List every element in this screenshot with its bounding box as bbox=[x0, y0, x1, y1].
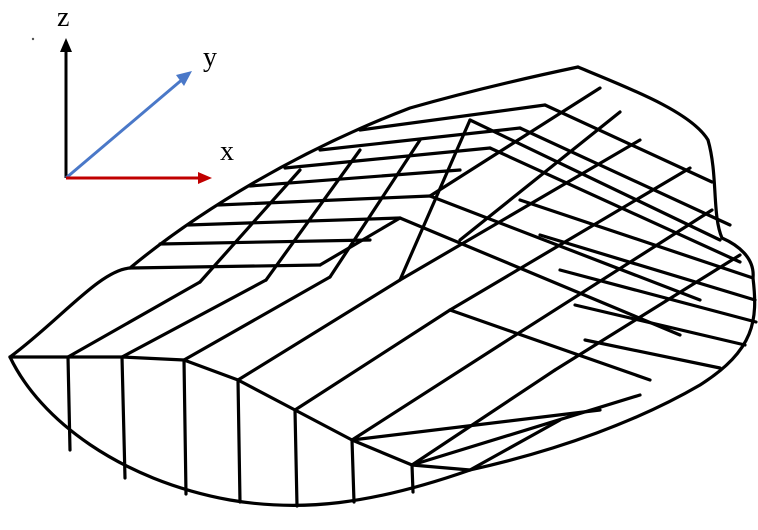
mesh-line bbox=[518, 198, 755, 280]
z-axis-label: z bbox=[57, 2, 69, 33]
mesh-line bbox=[120, 278, 268, 359]
x-axis-arrowhead bbox=[198, 172, 212, 184]
axis-triad: z y x bbox=[57, 2, 234, 184]
mesh-line bbox=[558, 268, 758, 324]
front-panel-line bbox=[293, 408, 299, 508]
mesh-line bbox=[398, 216, 682, 337]
y-axis-arrowhead bbox=[176, 71, 192, 86]
mesh-top-edge bbox=[8, 65, 580, 359]
mesh-line bbox=[468, 418, 562, 472]
mesh-line bbox=[182, 275, 332, 362]
mesh-line bbox=[518, 126, 732, 227]
mesh-line bbox=[350, 408, 602, 442]
mesh-line bbox=[553, 253, 742, 372]
mesh-line bbox=[158, 238, 372, 246]
mesh-line bbox=[468, 118, 722, 242]
mesh-line bbox=[236, 278, 402, 382]
mesh-line bbox=[264, 148, 362, 282]
front-panel-line bbox=[350, 438, 356, 504]
y-axis-arrow bbox=[65, 76, 185, 180]
front-panel-line bbox=[410, 463, 415, 494]
mesh-line bbox=[583, 338, 722, 370]
mesh-line bbox=[448, 166, 692, 312]
front-panel-line bbox=[182, 358, 188, 496]
front-panel-line bbox=[120, 355, 127, 480]
mesh-line bbox=[248, 168, 462, 188]
stray-dot bbox=[31, 37, 35, 41]
mesh-line bbox=[358, 103, 547, 132]
mesh-line bbox=[186, 216, 402, 227]
mesh-line bbox=[410, 368, 557, 467]
mesh-line bbox=[328, 138, 422, 279]
mesh-line bbox=[448, 308, 652, 382]
mesh-line bbox=[573, 303, 747, 347]
mesh-line bbox=[350, 343, 502, 442]
mesh-line bbox=[488, 146, 742, 264]
x-axis-label: x bbox=[220, 136, 234, 167]
mesh-right-edge bbox=[468, 65, 757, 472]
mesh-line bbox=[293, 308, 452, 412]
y-axis-label: y bbox=[203, 42, 217, 73]
mesh-surface bbox=[8, 65, 758, 508]
mesh-line bbox=[398, 118, 472, 282]
mesh-line bbox=[428, 194, 702, 302]
mesh-line bbox=[128, 263, 322, 270]
front-panel-line bbox=[236, 378, 242, 504]
front-panel-line bbox=[66, 355, 72, 452]
mesh-bottom-edge bbox=[8, 355, 472, 508]
mesh-line bbox=[538, 233, 757, 302]
mesh-line bbox=[66, 280, 202, 359]
mesh-line bbox=[198, 168, 302, 284]
mesh-line bbox=[410, 393, 642, 467]
mesh-line bbox=[543, 103, 714, 184]
mesh-line bbox=[318, 216, 402, 267]
z-axis-arrowhead bbox=[60, 38, 72, 52]
